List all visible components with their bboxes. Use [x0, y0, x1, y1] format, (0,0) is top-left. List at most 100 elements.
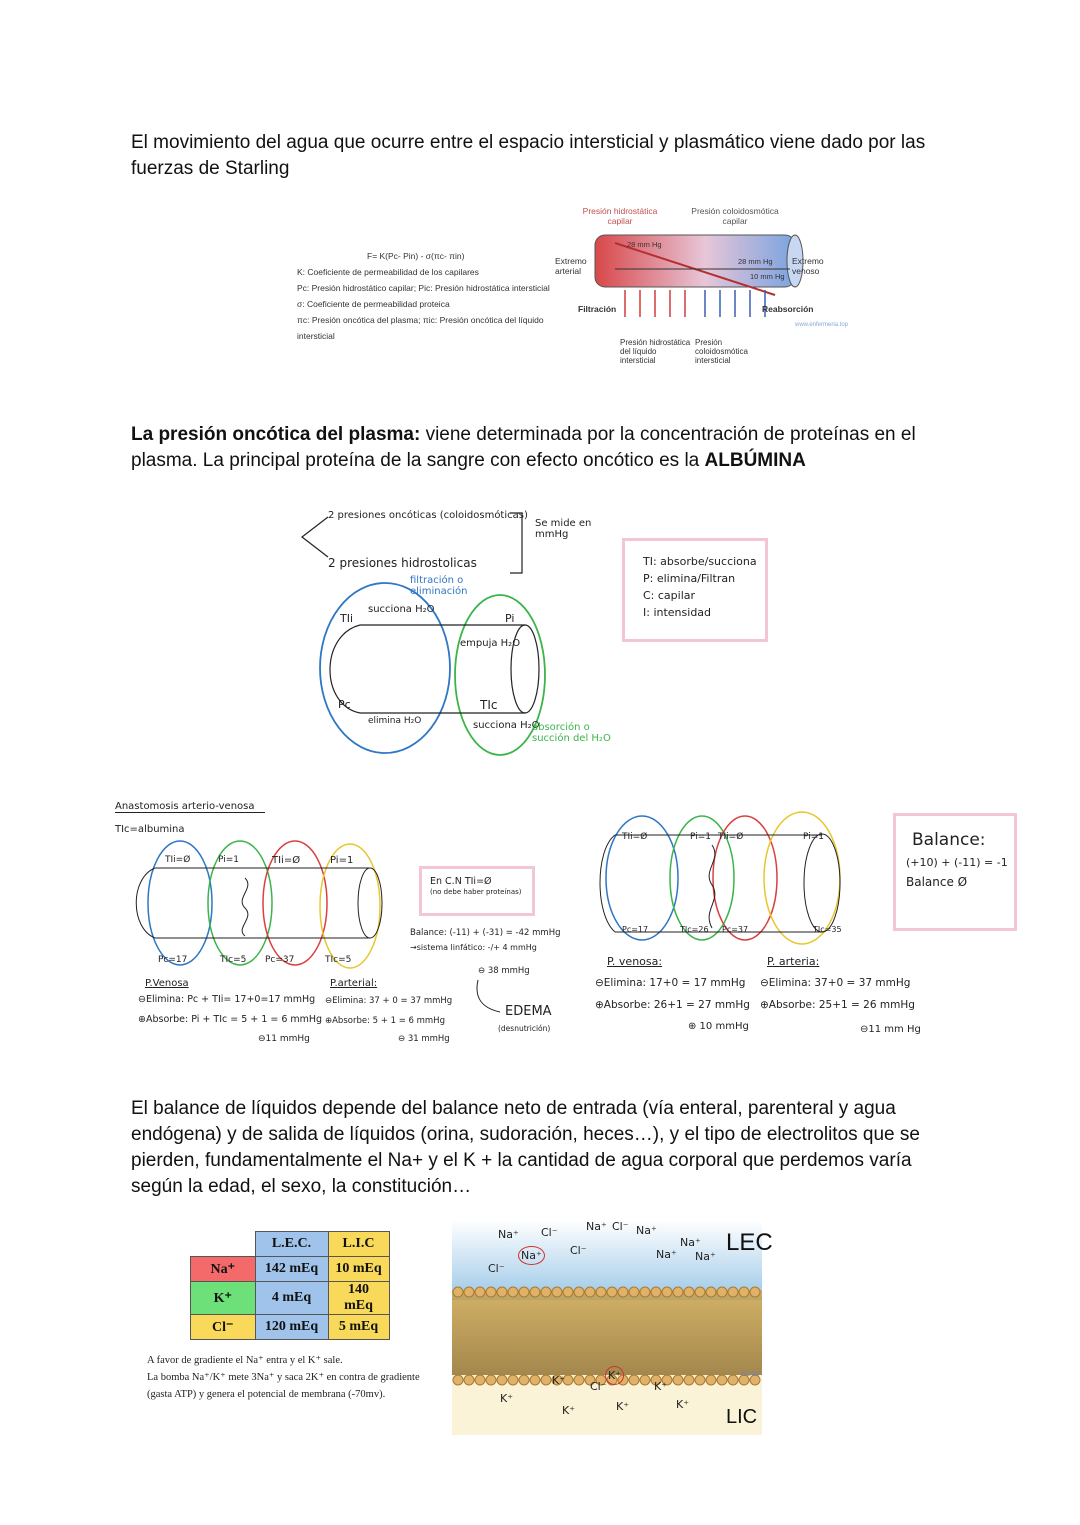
arterial-title: P.arterial: — [330, 978, 378, 989]
label-interstitial-hydro: Presión hidrostática del líquido interst… — [620, 338, 691, 365]
note-succiona2: succiona H₂O — [473, 720, 540, 731]
phospholipid-head — [463, 1286, 475, 1298]
phospholipid-head — [628, 1286, 640, 1298]
lbl-bot: Pc=37 — [722, 925, 749, 934]
lbl-top: Pi=1 — [690, 832, 711, 842]
phospholipid-head — [573, 1286, 585, 1298]
label-28mmhg-right: 28 mm Hg — [738, 257, 773, 266]
legend-item: I: intensidad — [643, 606, 712, 619]
legend-item: P: elimina/Filtran — [643, 572, 736, 585]
phospholipid-head — [474, 1286, 486, 1298]
phospholipid-head — [661, 1286, 673, 1298]
label-reabsorption: Reabsorción — [762, 304, 814, 314]
phospholipid-head — [738, 1374, 750, 1386]
ion-label: Cl⁻ — [541, 1226, 558, 1239]
fluid-balance-paragraph: El balance de líquidos depende del balan… — [131, 1098, 920, 1197]
phospholipid-head — [672, 1286, 684, 1298]
label-venous-end: Extremo venoso — [792, 256, 824, 276]
albumin-term: ALBÚMINA — [704, 450, 806, 471]
phospholipid-head — [749, 1286, 761, 1298]
ion-label: K⁺ — [552, 1374, 566, 1387]
ion-label: K⁺ — [605, 1366, 625, 1385]
formula-line: πc: Presión oncótica del plasma; πic: Pr… — [297, 315, 544, 341]
phospholipid-head — [705, 1286, 717, 1298]
phospholipid-head — [628, 1374, 640, 1386]
ion-label: Cl⁻ — [590, 1380, 607, 1393]
phospholipid-head — [639, 1374, 651, 1386]
phospholipid-head — [529, 1286, 541, 1298]
label-pressure-capillary: Presión hidrostática capilar — [582, 206, 658, 226]
phospholipid-head — [694, 1374, 706, 1386]
phospholipid-head — [463, 1374, 475, 1386]
phospholipid-head — [584, 1286, 596, 1298]
venosa-title: P.Venosa — [145, 978, 189, 989]
phospholipid-head — [650, 1286, 662, 1298]
lic-cell: 10 mEq — [327, 1256, 390, 1282]
phospholipid-head — [584, 1374, 596, 1386]
phospholipid-head — [562, 1374, 574, 1386]
phospholipid-head — [562, 1286, 574, 1298]
balance-calc: Balance: (-11) + (-31) = -42 mmHg — [410, 928, 561, 938]
legend-item: TI: absorbe/succiona — [643, 555, 757, 568]
phospholipid-head — [650, 1374, 662, 1386]
ion-cell: Cl⁻ — [190, 1314, 256, 1340]
ion-label: K⁺ — [676, 1398, 690, 1411]
phospholipid-head — [738, 1286, 750, 1298]
legend-box: TI: absorbe/succiona P: elimina/Filtran … — [622, 538, 768, 642]
result-38: ⊖ 38 mmHg — [478, 966, 530, 976]
phospholipid-head — [716, 1286, 728, 1298]
phospholipid-head — [540, 1286, 552, 1298]
label-coloid-capillary: Presión coloidosmótica capilar — [691, 206, 779, 226]
edema-label: EDEMA — [505, 1004, 552, 1019]
arteria-result: ⊖11 mm Hg — [860, 1024, 921, 1035]
lbl-bot: TIc=5 — [325, 955, 352, 965]
table-note: La bomba Na⁺/K⁺ mete 3Na⁺ y saca 2K⁺ en … — [147, 1372, 420, 1383]
ion-label: Na⁺ — [636, 1224, 657, 1237]
lbl-bot: Pc=37 — [265, 955, 295, 965]
label-10mmhg: 10 mm Hg — [750, 272, 785, 281]
phospholipid-head — [496, 1286, 508, 1298]
source-watermark: www.enfermeria.top — [795, 322, 849, 328]
phospholipid-head — [639, 1286, 651, 1298]
lec-label: LEC — [726, 1229, 773, 1256]
phospholipid-head — [573, 1374, 585, 1386]
legend-item: C: capilar — [643, 589, 696, 602]
phospholipid-head — [507, 1374, 519, 1386]
arterial-elimina: ⊖Elimina: 37 + 0 = 37 mmHg — [325, 996, 453, 1006]
venosa-absorbe: ⊕Absorbe: Pi + TIc = 5 + 1 = 6 mmHg — [138, 1014, 323, 1025]
box-line2: (no debe haber proteínas) — [430, 888, 522, 896]
arrow-to-edema — [476, 979, 501, 1013]
phospholipid-head — [485, 1286, 497, 1298]
venosa-title: P. venosa: — [607, 955, 663, 968]
phospholipid-head — [683, 1286, 695, 1298]
ion-cell: Na⁺ — [190, 1256, 256, 1282]
phospholipid-head — [551, 1286, 563, 1298]
ion-cell: K⁺ — [190, 1281, 256, 1315]
formula-equation: F= K(Pc- Pin) - σ(πc- πin) — [367, 251, 465, 261]
venosa-elimina: ⊖Elimina: 17+0 = 17 mmHg — [595, 977, 746, 989]
ion-label: K⁺ — [500, 1392, 514, 1405]
formula-line: σ: Coeficiente de permeabilidad proteica — [297, 299, 450, 309]
arterial-absorbe: ⊕Absorbe: 5 + 1 = 6 mmHg — [325, 1016, 445, 1026]
table-row: Na⁺ 142 mEq 10 mEq — [190, 1256, 390, 1282]
lbl-bot: Pc=17 — [622, 925, 649, 934]
venosa-result: ⊖11 mmHg — [258, 1034, 310, 1044]
formula-line: K: Coeficiente de permeabilidad de los c… — [297, 267, 479, 277]
capillary-drawing — [594, 234, 804, 317]
ion-label: Na⁺ — [518, 1246, 545, 1265]
label-28mmhg-left: 28 mm Hg — [627, 240, 662, 249]
note-tlc-albumina: TIc=albumina — [115, 824, 185, 835]
ion-label: Na⁺ — [586, 1220, 607, 1233]
cc-badge: CC BY — [742, 1372, 761, 1378]
lbl-top: Pi=1 — [218, 855, 239, 865]
table-row: K⁺ 4 mEq 140 mEq — [190, 1281, 390, 1315]
ion-label: Cl⁻ — [488, 1262, 505, 1275]
phospholipid-head — [507, 1286, 519, 1298]
phospholipid-head — [727, 1286, 739, 1298]
arterial-result: ⊖ 31 mmHg — [398, 1034, 450, 1044]
label-arterial-end: Extremo arterial — [555, 256, 587, 276]
balance-diagram — [599, 811, 841, 945]
balance-calc: (+10) + (-11) = -1 — [906, 856, 1008, 869]
lbl-top: TIi=Ø — [272, 855, 301, 866]
ion-label: Cl⁻ — [570, 1244, 587, 1257]
